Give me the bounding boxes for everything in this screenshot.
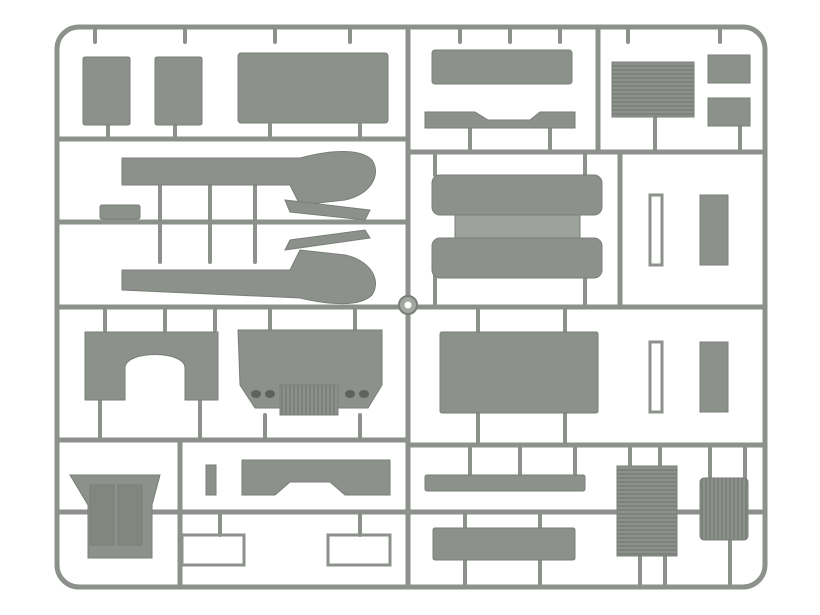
part-bracket-frame-b [326,533,392,567]
part-step-a [699,194,729,266]
part-chassis-lower [121,249,377,305]
part-rail-right [424,474,586,492]
part-firewall-grille [279,384,339,416]
part-bottom-plate [432,527,576,561]
part-mud-flap [241,459,391,496]
part-top-strip [431,49,573,85]
part-step-b [699,341,729,413]
part-firewall [237,329,383,409]
part-chassis-brace-b [284,229,371,251]
part-corner-b [707,97,751,127]
part-grille-panel [611,61,695,118]
part-chassis-brace [284,199,371,221]
part-tank-lower [431,237,603,279]
part-floor-panel [439,331,599,414]
part-chassis-upper [121,151,377,206]
gate-stubs [93,25,747,589]
part-tank-upper [431,174,603,216]
part-corner-a [707,54,751,84]
part-radiator [699,477,749,541]
part-bracket-frame-a [180,533,246,567]
sprue-parts [69,49,751,567]
part-vented-cover [616,465,678,557]
part-cab-rear [84,331,219,401]
part-door [69,474,161,559]
part-panel-b [154,56,203,126]
part-panel-a [82,56,131,126]
part-small-bracket [99,204,141,220]
part-bumper [424,111,576,129]
part-roof-panel [237,52,389,124]
